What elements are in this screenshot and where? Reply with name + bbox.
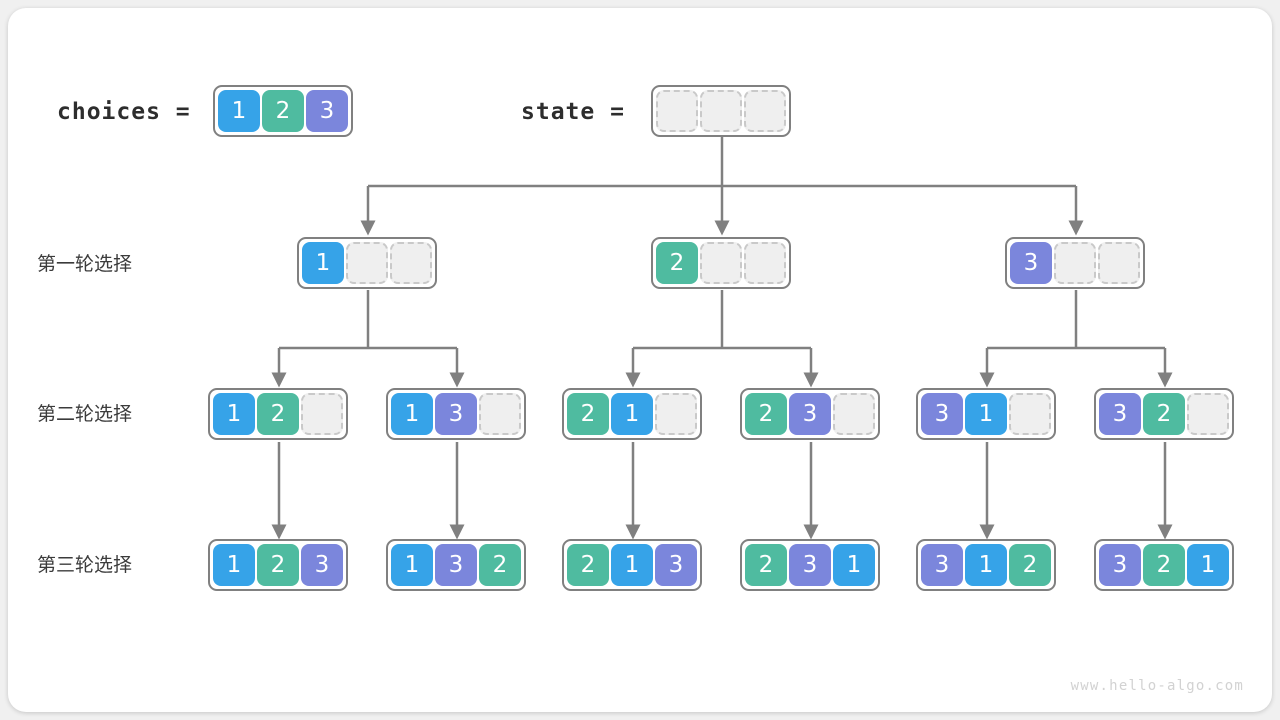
level1-node-1-cell-2 xyxy=(390,242,432,284)
level2-node-6-cell-2 xyxy=(1187,393,1229,435)
level2-node-5-cell-1: 1 xyxy=(965,393,1007,435)
level2-node-1-cell-0: 1 xyxy=(213,393,255,435)
level2-node-3-cell-0: 2 xyxy=(567,393,609,435)
level2-node-2-cell-0: 1 xyxy=(391,393,433,435)
level3-node-3-cell-1: 1 xyxy=(611,544,653,586)
level3-node-5-cell-1: 1 xyxy=(965,544,1007,586)
level2-node-3-cell-2 xyxy=(655,393,697,435)
level2-node-2-cell-2 xyxy=(479,393,521,435)
choices-cell-0: 1 xyxy=(218,90,260,132)
level1-node-1: 1 xyxy=(297,237,437,289)
level3-node-1-cell-1: 2 xyxy=(257,544,299,586)
diagram-card xyxy=(8,8,1272,712)
level1-node-2-cell-1 xyxy=(700,242,742,284)
level3-node-5-cell-2: 2 xyxy=(1009,544,1051,586)
state-cell-1 xyxy=(700,90,742,132)
watermark: www.hello-algo.com xyxy=(1070,678,1244,694)
level3-node-6-cell-2: 1 xyxy=(1187,544,1229,586)
state-array xyxy=(651,85,791,137)
state-label: state = xyxy=(521,99,625,125)
level1-node-2-cell-2 xyxy=(744,242,786,284)
choices-label: choices = xyxy=(57,99,191,125)
level3-node-2-cell-2: 2 xyxy=(479,544,521,586)
level3-node-1-cell-2: 3 xyxy=(301,544,343,586)
level3-node-6-cell-1: 2 xyxy=(1143,544,1185,586)
state-cell-0 xyxy=(656,90,698,132)
level1-node-3: 3 xyxy=(1005,237,1145,289)
level2-node-2-cell-1: 3 xyxy=(435,393,477,435)
row-label-round-3: 第三轮选择 xyxy=(37,554,133,576)
state-cell-2 xyxy=(744,90,786,132)
level2-node-1-cell-1: 2 xyxy=(257,393,299,435)
level1-node-3-cell-1 xyxy=(1054,242,1096,284)
row-label-round-2: 第二轮选择 xyxy=(37,403,133,425)
level3-node-2-cell-0: 1 xyxy=(391,544,433,586)
level2-node-6-cell-0: 3 xyxy=(1099,393,1141,435)
level2-node-1-cell-2 xyxy=(301,393,343,435)
level1-node-3-cell-2 xyxy=(1098,242,1140,284)
level3-node-4-cell-1: 3 xyxy=(789,544,831,586)
choices-cell-1: 2 xyxy=(262,90,304,132)
level2-node-4-cell-2 xyxy=(833,393,875,435)
level3-node-3-cell-0: 2 xyxy=(567,544,609,586)
level2-node-5-cell-2 xyxy=(1009,393,1051,435)
row-label-round-1: 第一轮选择 xyxy=(37,253,133,275)
level3-node-1-cell-0: 1 xyxy=(213,544,255,586)
level1-node-1-cell-0: 1 xyxy=(302,242,344,284)
level2-node-3-cell-1: 1 xyxy=(611,393,653,435)
level3-node-2-cell-1: 3 xyxy=(435,544,477,586)
level3-node-6-cell-0: 3 xyxy=(1099,544,1141,586)
level1-node-2-cell-0: 2 xyxy=(656,242,698,284)
level2-node-4-cell-1: 3 xyxy=(789,393,831,435)
level2-node-4-cell-0: 2 xyxy=(745,393,787,435)
level2-node-5-cell-0: 3 xyxy=(921,393,963,435)
level3-node-3-cell-2: 3 xyxy=(655,544,697,586)
level3-node-4-cell-2: 1 xyxy=(833,544,875,586)
level1-node-3-cell-0: 3 xyxy=(1010,242,1052,284)
level2-node-6-cell-1: 2 xyxy=(1143,393,1185,435)
level1-node-2: 2 xyxy=(651,237,791,289)
level3-node-5-cell-0: 3 xyxy=(921,544,963,586)
level3-node-4-cell-0: 2 xyxy=(745,544,787,586)
choices-cell-2: 3 xyxy=(306,90,348,132)
level1-node-1-cell-1 xyxy=(346,242,388,284)
